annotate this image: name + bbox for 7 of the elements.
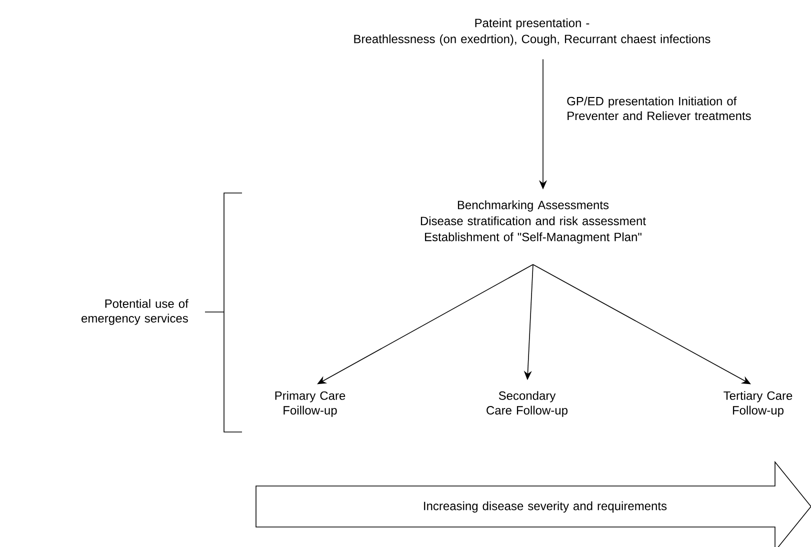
side-label: Potential use of emergency services bbox=[82, 299, 188, 325]
step-text: Pateint presentation - Breathlessness (on exedrtion), Cough, Recurrant chaest infections bbox=[354, 18, 710, 46]
step-text: Benchmarking Assessments Disease stratification and risk assessment Establishment of "Self-Managment Plan" bbox=[420, 200, 646, 244]
step-text: Secondary Care Follow-up bbox=[486, 391, 568, 417]
step-text: Primary Care Foillow-up bbox=[275, 391, 346, 417]
edge-label: GP/ED presentation Initiation of Preventer and Reliever treatments bbox=[567, 96, 751, 120]
step-text: Tertiary Care Follow-up bbox=[724, 391, 792, 417]
